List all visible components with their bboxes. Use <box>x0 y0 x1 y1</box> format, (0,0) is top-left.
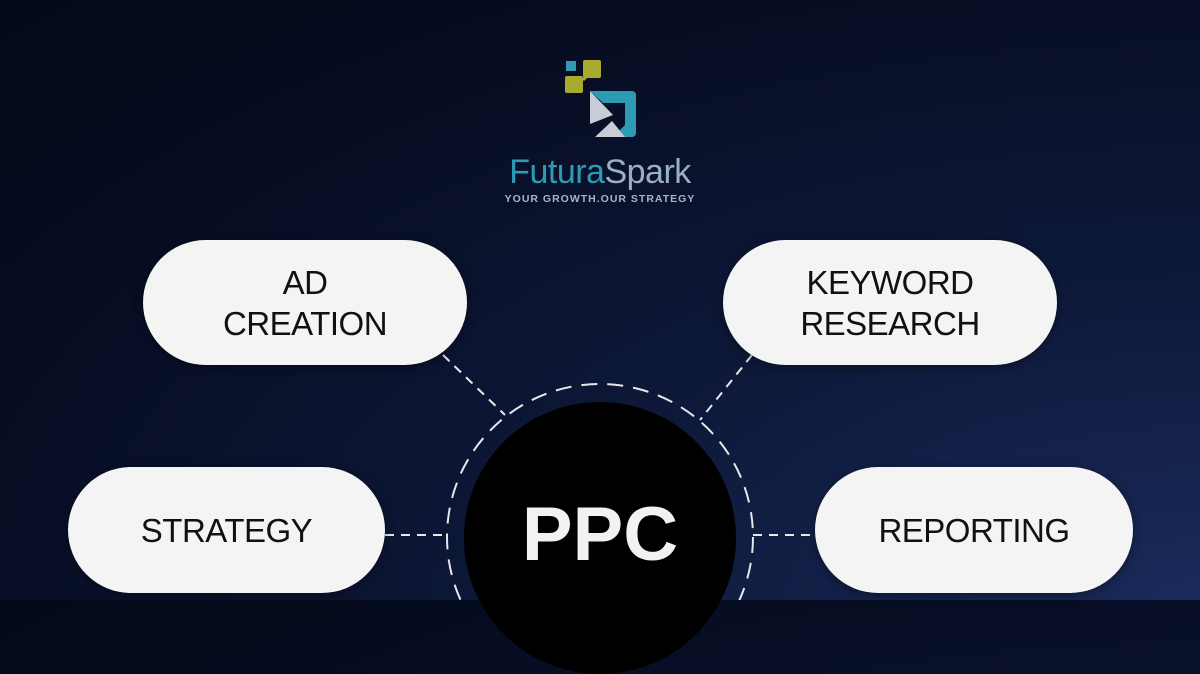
node-label-line1: AD <box>282 263 328 301</box>
logo-mark-icon <box>565 60 636 137</box>
node-label: REPORTING <box>878 511 1070 549</box>
node-label: STRATEGY <box>140 511 313 549</box>
connector-lines <box>385 354 815 600</box>
node-strategy: STRATEGY <box>68 467 385 593</box>
connector-keyword-research <box>699 354 753 421</box>
node-label-line1: KEYWORD <box>806 263 974 301</box>
brand-name-part2: Spark <box>604 153 691 191</box>
connector-ad-creation <box>442 354 506 416</box>
center-node-ppc: PPC <box>464 402 736 674</box>
node-reporting: REPORTING <box>815 467 1133 593</box>
center-label: PPC <box>521 492 679 577</box>
tagline: YOUR GROWTH.OUR STRATEGY <box>504 193 696 205</box>
futuraspark-logo: FuturaSpark YOUR GROWTH.OUR STRATEGY <box>500 58 700 205</box>
node-label-line2: CREATION <box>222 304 388 342</box>
node-label-line2: RESEARCH <box>800 304 980 342</box>
dashed-ring <box>446 383 754 600</box>
brand-name: FuturaSpark <box>500 153 700 191</box>
brand-name-part1: Futura <box>509 153 605 191</box>
